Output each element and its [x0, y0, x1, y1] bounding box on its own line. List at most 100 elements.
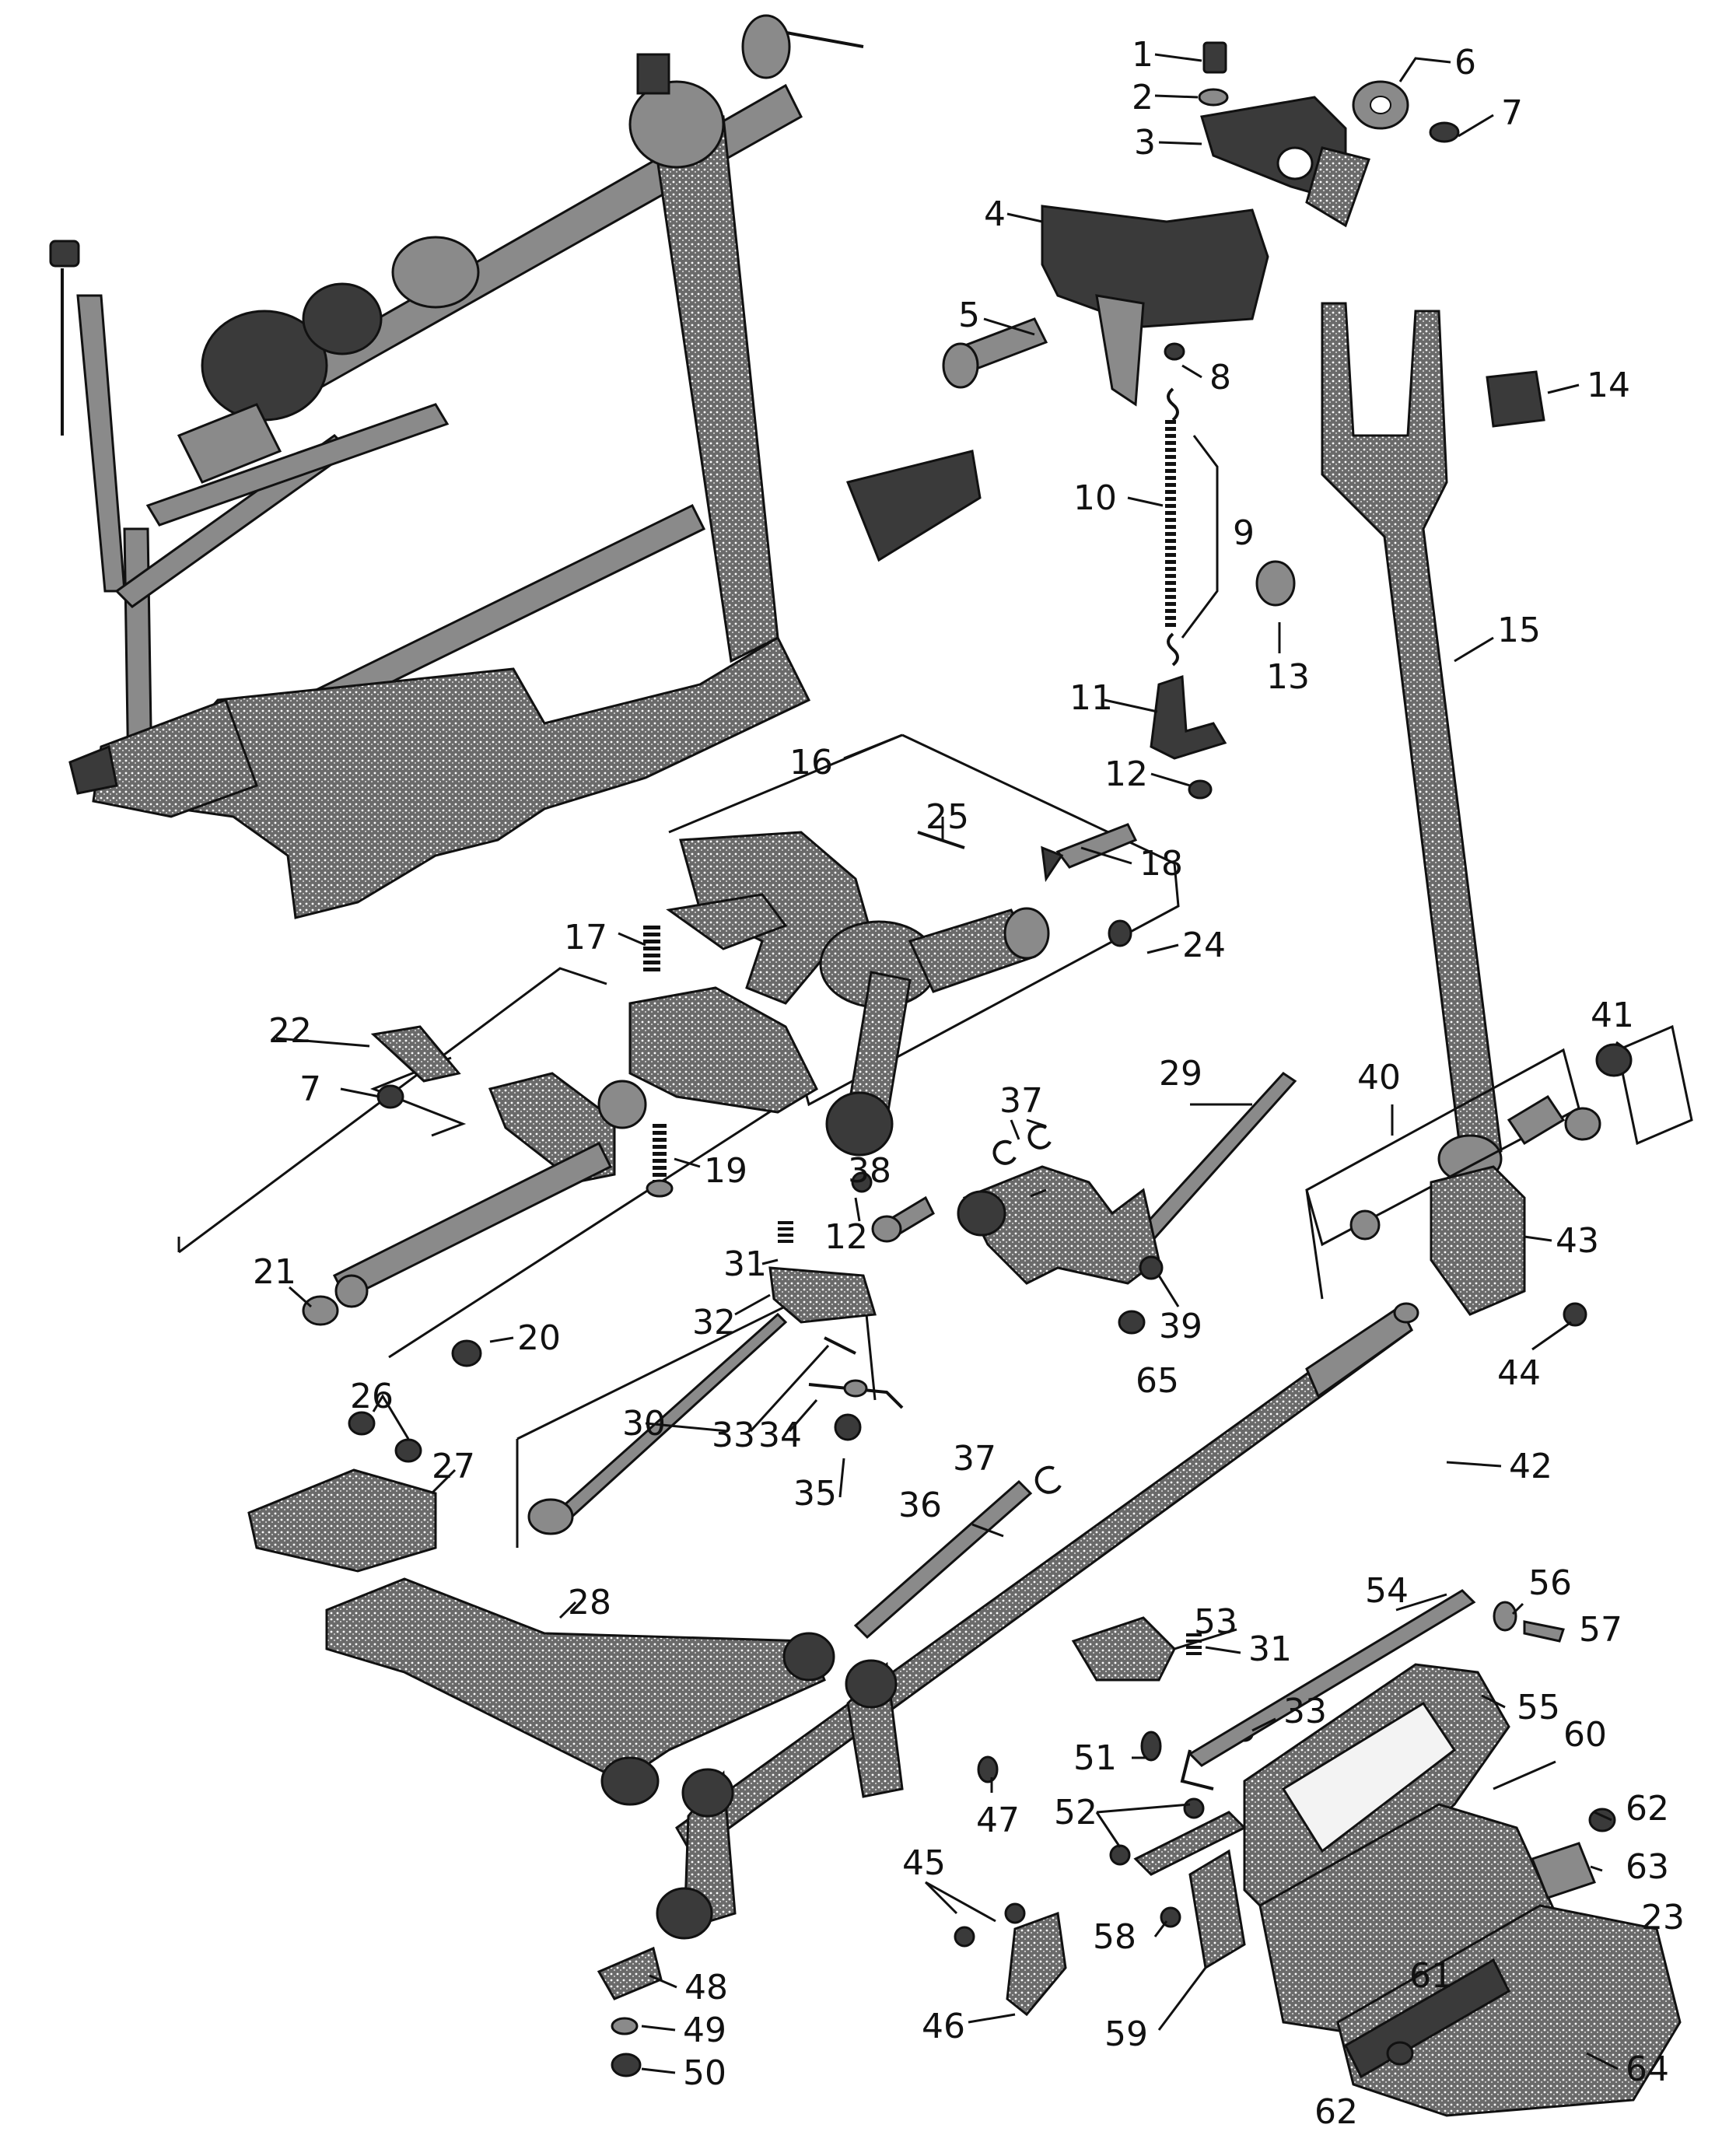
part-34	[808, 1383, 904, 1409]
part-52-a	[1183, 1797, 1205, 1819]
callout-39: 39	[1159, 1307, 1202, 1346]
callout-49: 49	[683, 2011, 726, 2050]
part-15	[1321, 302, 1503, 1169]
callout-19: 19	[704, 1151, 747, 1191]
part-11	[1150, 674, 1227, 760]
callout-6: 6	[1454, 43, 1476, 82]
callout-37-top: 37	[999, 1081, 1043, 1121]
part-32	[768, 1266, 877, 1324]
callout-20: 20	[517, 1318, 561, 1358]
callout-17: 17	[564, 918, 607, 957]
part-28	[325, 1577, 826, 1783]
callout-56: 56	[1528, 1563, 1572, 1603]
part-48	[597, 1946, 663, 2000]
callout-65: 65	[1136, 1361, 1179, 1401]
part-45-a	[1004, 1902, 1026, 1924]
callout-48: 48	[684, 1968, 728, 2007]
part-21-shaft	[332, 1141, 613, 1301]
callout-37-mid: 37	[953, 1439, 996, 1479]
callout-4: 4	[984, 194, 1006, 234]
callout-30: 30	[622, 1404, 666, 1444]
part-54	[1188, 1589, 1476, 1767]
callout-8: 8	[1209, 358, 1231, 397]
callout-34: 34	[758, 1416, 802, 1455]
part-57	[1523, 1620, 1565, 1643]
group-lower-left	[247, 1221, 1062, 1806]
callout-12-top: 12	[1104, 754, 1148, 794]
part-65	[1118, 1310, 1146, 1335]
callout-45: 45	[902, 1843, 946, 1883]
callout-63: 63	[1626, 1847, 1669, 1887]
callout-46: 46	[922, 2007, 965, 2046]
part-37-c	[1034, 1465, 1062, 1494]
part-20	[451, 1339, 482, 1367]
part-59	[1188, 1849, 1246, 1970]
callout-53: 53	[1194, 1602, 1237, 1642]
callout-2: 2	[1132, 78, 1153, 117]
callout-51: 51	[1073, 1738, 1117, 1778]
part-44	[1563, 1302, 1587, 1327]
callout-40: 40	[1357, 1058, 1401, 1097]
part-64	[1336, 1904, 1682, 2117]
callout-26: 26	[350, 1377, 394, 1416]
leader-lines	[275, 53, 1622, 2074]
callout-14: 14	[1587, 366, 1630, 405]
callout-35: 35	[793, 1474, 837, 1514]
part-45-b	[954, 1926, 975, 1948]
part-61	[1344, 1958, 1510, 2079]
group-lower-right	[597, 1589, 1682, 2117]
callout-10: 10	[1073, 478, 1117, 518]
part-35	[834, 1413, 862, 1441]
part-47	[977, 1755, 999, 1783]
machine-frame	[49, 14, 982, 919]
part-53	[1071, 1616, 1176, 1682]
callout-25: 25	[926, 797, 969, 837]
group-29	[851, 1072, 1297, 1335]
callout-22: 22	[268, 1011, 312, 1051]
callout-41: 41	[1591, 996, 1634, 1035]
part-4	[1041, 205, 1269, 328]
callout-54: 54	[1365, 1571, 1409, 1611]
part-crank	[628, 986, 818, 1114]
callout-21: 21	[253, 1252, 296, 1292]
callout-11: 11	[1069, 678, 1113, 718]
part-46	[1006, 1911, 1067, 2017]
callout-31-low: 31	[1248, 1629, 1292, 1669]
callout-59: 59	[1104, 2014, 1148, 2054]
callout-31: 31	[723, 1244, 767, 1284]
callout-44: 44	[1497, 1353, 1541, 1393]
part-18	[1055, 823, 1138, 869]
callout-5: 5	[958, 296, 980, 335]
callout-9: 9	[1233, 513, 1255, 553]
part-40-stud	[1507, 1094, 1566, 1146]
callout-7-left: 7	[299, 1069, 321, 1109]
callout-52: 52	[1054, 1793, 1097, 1832]
callout-33: 33	[712, 1416, 755, 1455]
group-left	[177, 926, 818, 1367]
part-63	[1531, 1842, 1596, 1899]
part-36	[853, 1479, 1033, 1640]
callout-12-mid: 12	[824, 1217, 868, 1257]
callout-62-top: 62	[1626, 1789, 1669, 1829]
part-41	[1595, 1043, 1633, 1077]
part-13	[1255, 560, 1296, 607]
part-8	[1164, 342, 1185, 361]
callout-1: 1	[1132, 35, 1153, 75]
part-43	[1430, 1165, 1526, 1316]
callout-42: 42	[1509, 1447, 1552, 1486]
callout-23: 23	[1641, 1898, 1685, 1937]
callout-61: 61	[1409, 1956, 1453, 1996]
callout-58: 58	[1093, 1917, 1136, 1957]
part-26-b	[394, 1438, 422, 1463]
part-50	[611, 2053, 642, 2077]
callout-29: 29	[1159, 1054, 1202, 1094]
callout-7-top: 7	[1501, 93, 1523, 133]
shaft-42	[656, 1302, 1419, 1940]
part-49	[611, 2017, 639, 2035]
part-27	[247, 1468, 437, 1573]
callout-50: 50	[683, 2053, 726, 2093]
group-40	[1305, 1024, 1693, 1327]
callout-43: 43	[1556, 1221, 1599, 1261]
callout-55: 55	[1517, 1688, 1560, 1727]
part-62-bottom	[1386, 2041, 1414, 2066]
